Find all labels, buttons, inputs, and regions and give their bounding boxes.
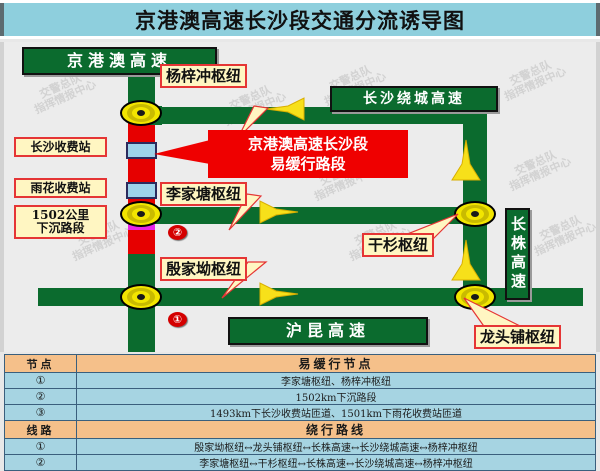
watermark: 交警总队指挥情报中心 [507,148,574,194]
route-text: 殷家坳枢纽↔龙头铺枢纽↔长株高速↔长沙绕城高速↔杨梓冲枢纽 [76,438,596,455]
toll-yuhua-marker [126,182,157,199]
sign-changzhu: 长株高速 [505,208,530,300]
node-index: ② [4,388,77,405]
callout-lijiatang[interactable]: 李家塘枢纽 [160,182,248,206]
arrow-east-bottom [259,282,299,306]
table-header-row: 节点 易缓行节点 [4,354,596,373]
callout-yuhua-toll[interactable]: 雨花收费站 [14,178,107,198]
toll-changsha-marker [126,142,157,159]
table-row: ② 1502km下沉路段 [4,388,596,405]
route-index: ② [4,454,77,471]
sign-hukun: 沪昆高速 [228,317,428,345]
road-hukun [38,288,583,306]
route-index: ① [4,438,77,455]
junction-ganshan[interactable] [454,201,496,227]
title-edge-right [596,3,600,36]
title-edge-left [0,3,4,36]
legend-table: 节点 易缓行节点 ① 李家塘枢纽、杨梓冲枢纽 ② 1502km下沉路段 ③ 14… [4,354,596,471]
header-route: 线路 [4,420,77,439]
map-frame-left [0,42,4,352]
table-route-header-row: 线路 绕行路线 [4,420,596,439]
junction-yinjiaao[interactable] [120,284,162,310]
badge-node-two: ② [168,225,187,240]
redbox-line-2: 易缓行路段 [270,155,346,173]
callout-yangzichong[interactable]: 杨梓冲枢纽 [160,64,248,88]
map-frame-right [596,42,600,352]
badge-node-one: ① [168,312,187,327]
table-row: ① 殷家坳枢纽↔龙头铺枢纽↔长株高速↔长沙绕城高速↔杨梓冲枢纽 [4,438,596,455]
arrow-north-east [451,139,481,181]
table-row: ③ 1493km下长沙收费站匝道、1501km下雨花收费站匝道 [4,404,596,421]
sign-jgao: 京港澳高速 [22,47,217,75]
sign-raocheng: 长沙绕城高速 [330,86,498,112]
table-row: ② 李家塘枢纽↔干杉枢纽↔长株高速↔长沙绕城高速↔杨梓冲枢纽 [4,454,596,471]
node-text: 1493km下长沙收费站匝道、1501km下雨花收费站匝道 [76,404,596,421]
header-node: 节点 [4,354,77,373]
arrow-north-ganshan [451,239,481,281]
redbox-line-1: 京港澳高速长沙段 [247,135,368,153]
node-text: 1502km下沉路段 [76,388,596,405]
watermark: 交警总队指挥情报中心 [502,58,569,104]
road-lijiatang-ganshan [140,207,480,224]
junction-yangzichong[interactable] [120,100,162,126]
node-index: ① [4,372,77,389]
junction-longtoupu[interactable] [454,284,496,310]
callout-longtoupu[interactable]: 龙头铺枢纽 [474,325,562,349]
arrow-west-top [265,97,305,121]
arrow-east-mid [259,200,299,224]
table-row: ① 李家塘枢纽、杨梓冲枢纽 [4,372,596,389]
callout-changsha-toll[interactable]: 长沙收费站 [14,137,107,157]
node-index: ③ [4,404,77,421]
junction-lijiatang[interactable] [120,201,162,227]
title-band: 京港澳高速长沙段交通分流诱导图 [0,0,600,39]
callout-sink-section[interactable]: 1502公里 下沉路段 [14,205,107,239]
page-title: 京港澳高速长沙段交通分流诱导图 [135,8,465,33]
node-text: 李家塘枢纽、杨梓冲枢纽 [76,372,596,389]
sink-line-2: 下沉路段 [36,221,85,235]
sink-line-1: 1502公里 [31,208,90,222]
callout-ganshan[interactable]: 干杉枢纽 [362,233,435,257]
header-easy-slow-nodes: 易缓行节点 [76,354,596,373]
redbox-congestion-notice: 京港澳高速长沙段 易缓行路段 [208,130,408,178]
watermark: 交警总队指挥情报中心 [532,213,599,259]
header-detour-routes: 绕行路线 [76,420,596,439]
callout-yinjiaao[interactable]: 殷家坳枢纽 [160,257,248,281]
route-text: 李家塘枢纽↔干杉枢纽↔长株高速↔长沙绕城高速↔杨梓冲枢纽 [76,454,596,471]
leader-redbox [154,140,210,164]
